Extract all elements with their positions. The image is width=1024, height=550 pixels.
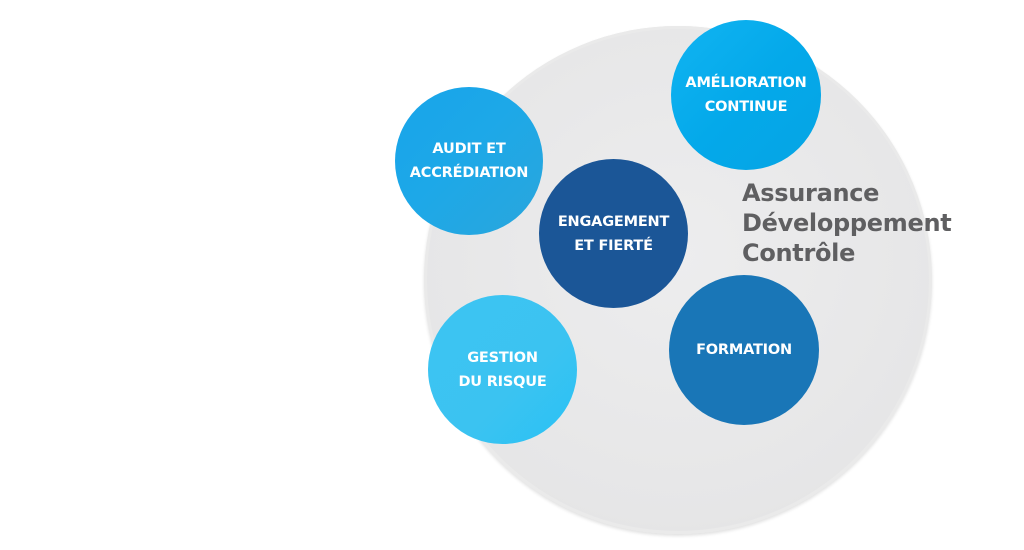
node-audit-accreditation: AUDIT ET ACCRÉDIATION <box>395 87 543 235</box>
side-text-developpement: Développement <box>742 209 952 237</box>
node-engagement-fierte: ENGAGEMENT ET FIERTÉ <box>539 159 688 308</box>
node-audit-label: AUDIT ET ACCRÉDIATION <box>409 141 529 181</box>
node-engagement-label: ENGAGEMENT ET FIERTÉ <box>557 213 670 254</box>
node-formation: FORMATION <box>669 275 819 425</box>
node-amelioration-continue: AMÉLIORATION CONTINUE <box>671 20 821 170</box>
side-text-block: Assurance Développement Contrôle <box>742 178 952 268</box>
node-formation-label: FORMATION <box>696 342 792 358</box>
node-gestion-risque: GESTION DU RISQUE <box>428 295 577 444</box>
node-amelioration-label: AMÉLIORATION CONTINUE <box>685 75 807 115</box>
node-gestion-label: GESTION DU RISQUE <box>458 349 547 390</box>
side-text-assurance: Assurance <box>742 179 880 207</box>
side-text-controle: Contrôle <box>742 239 856 267</box>
